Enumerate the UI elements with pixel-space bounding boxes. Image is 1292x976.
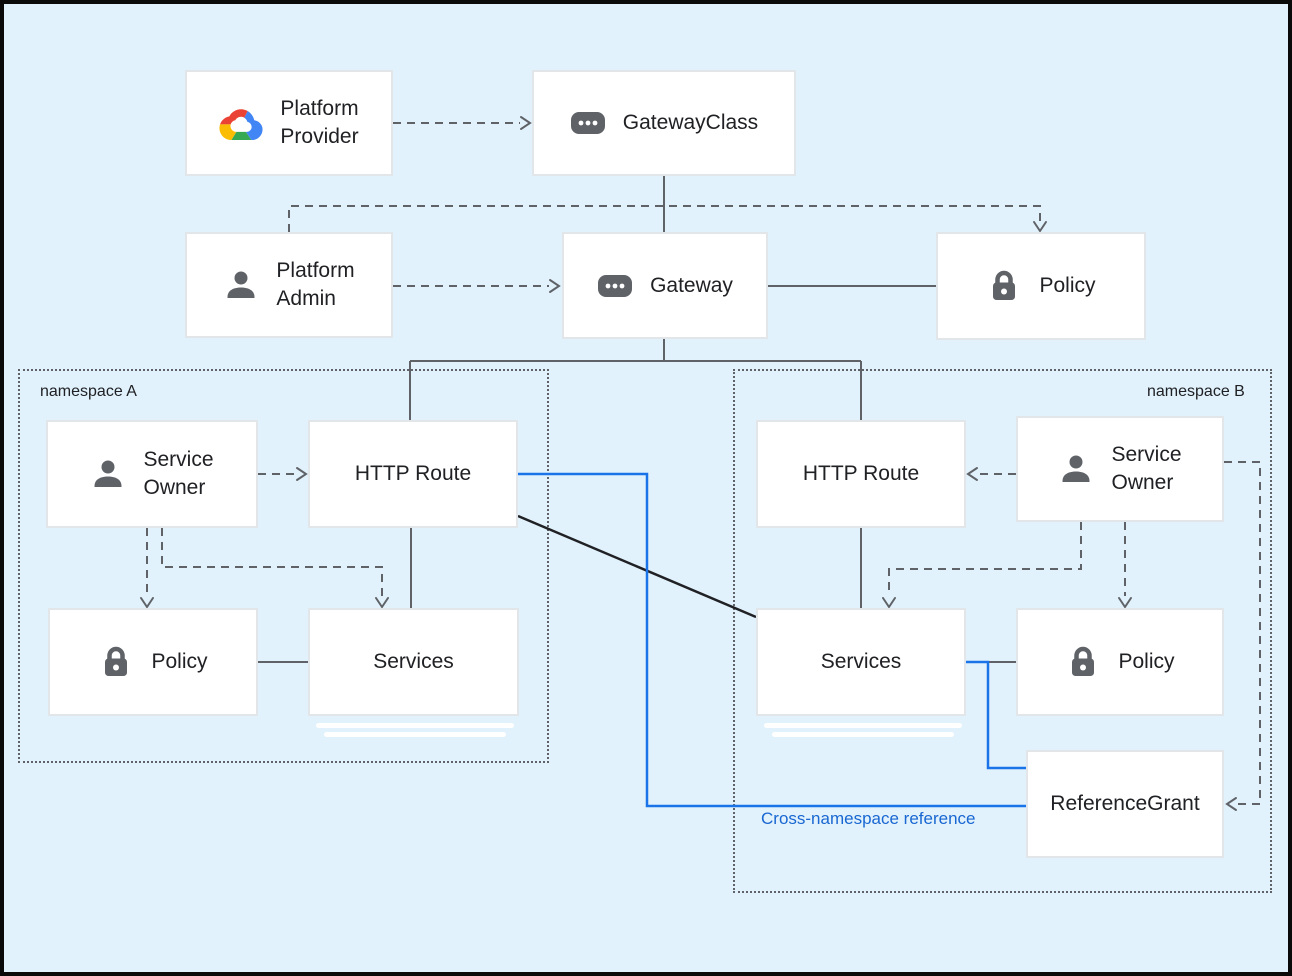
node-label: ReferenceGrant (1050, 792, 1200, 816)
person-icon (223, 267, 259, 303)
services-stack-line (772, 732, 954, 737)
node-label: Policy (1039, 274, 1096, 298)
services-stack-line (324, 732, 506, 737)
person-icon (1058, 451, 1094, 487)
node-label: HTTP Route (802, 462, 920, 486)
node-policy-a: Policy (48, 608, 258, 716)
node-policy-top: Policy (936, 232, 1146, 340)
node-platform-provider: Platform Provider (185, 70, 393, 176)
namespace-a-label: namespace A (40, 383, 137, 400)
arrow-into-gateway (549, 279, 561, 293)
lock-icon (986, 268, 1022, 304)
namespace-b-label: namespace B (1147, 383, 1245, 400)
edge-admin-policy-top (288, 205, 1041, 232)
node-http-route-a: HTTP Route (308, 420, 518, 528)
arrow-into-policy-top (1033, 221, 1047, 233)
node-service-owner-b: Service Owner (1016, 416, 1224, 522)
node-services-b: Services (756, 608, 966, 737)
node-gateway: Gateway (562, 232, 768, 339)
node-label: Service Owner (143, 448, 214, 499)
arrow-into-gatewayclass (520, 116, 532, 130)
node-service-owner-a: Service Owner (46, 420, 258, 528)
node-label: Services (820, 650, 902, 674)
resource-chip-icon (597, 274, 633, 298)
node-platform-admin: Platform Admin (185, 232, 393, 338)
node-label: Platform Admin (276, 259, 355, 310)
resource-chip-icon (570, 111, 606, 135)
person-icon (90, 456, 126, 492)
node-label: GatewayClass (622, 111, 759, 135)
node-label: Gateway (650, 273, 733, 297)
services-stack-line (316, 723, 514, 728)
google-cloud-icon (219, 106, 263, 141)
node-label: Service Owner (1111, 443, 1182, 494)
node-gateway-class: GatewayClass (532, 70, 796, 176)
node-label: Platform Provider (280, 97, 359, 148)
lock-icon (98, 644, 134, 680)
node-reference-grant: ReferenceGrant (1026, 750, 1224, 858)
services-stack-line (764, 723, 962, 728)
lock-icon (1065, 644, 1101, 680)
node-label: Policy (1118, 650, 1175, 674)
edge-httproute-a-services-b (517, 514, 757, 619)
node-label: Services (373, 650, 454, 674)
node-label: HTTP Route (354, 462, 472, 486)
node-label: Policy (151, 650, 208, 674)
node-policy-b: Policy (1016, 608, 1224, 716)
node-services-a: Services (308, 608, 519, 737)
node-http-route-b: HTTP Route (756, 420, 966, 528)
cross-namespace-reference-label: Cross-namespace reference (761, 809, 976, 828)
